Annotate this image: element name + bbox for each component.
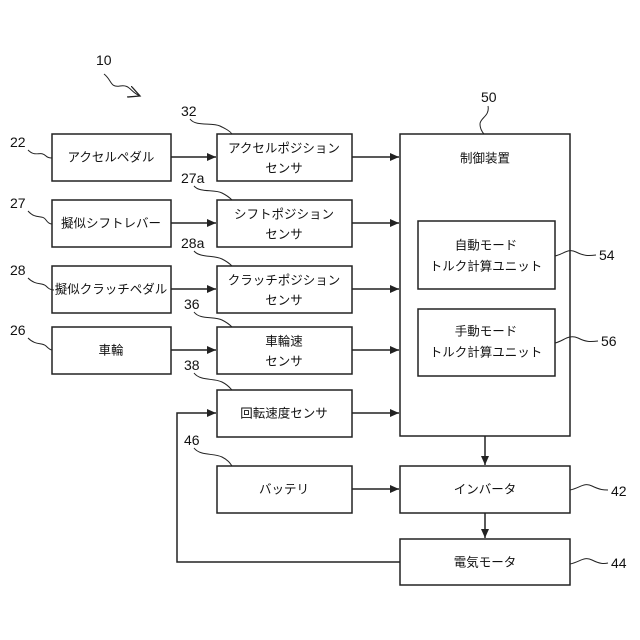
accel-sensor-label-line2: センサ bbox=[265, 161, 303, 176]
ref-rotation-speed-sensor: 38 bbox=[184, 357, 200, 373]
ref-accel-pedal: 22 bbox=[10, 134, 26, 150]
ref-system-label: 10 bbox=[96, 52, 112, 68]
clutch-sensor-label-line2: センサ bbox=[265, 293, 303, 308]
shift-sensor-label-line1: シフトポジション bbox=[234, 207, 334, 222]
ref-inverter: 42 bbox=[611, 483, 627, 499]
leader-controller bbox=[480, 106, 488, 134]
ref-wheel: 26 bbox=[10, 322, 26, 338]
leader-rotation-speed-sensor bbox=[194, 373, 232, 390]
accel-sensor-label-line1: アクセルポジション bbox=[228, 141, 340, 156]
leader-shift-sensor bbox=[194, 186, 232, 200]
electric-motor-label: 電気モータ bbox=[454, 555, 517, 570]
controller-label: 制御装置 bbox=[460, 151, 510, 166]
ref-accel-sensor: 32 bbox=[181, 103, 197, 119]
ref-clutch-pedal: 28 bbox=[10, 262, 26, 278]
shift-lever-label: 擬似シフトレバー bbox=[61, 216, 161, 231]
ref-electric-motor: 44 bbox=[611, 555, 627, 571]
wheel-label: 車輪 bbox=[98, 343, 124, 358]
leader-accel-sensor bbox=[190, 119, 232, 134]
leader-clutch-pedal bbox=[28, 278, 54, 290]
manual-mode-unit-box bbox=[418, 309, 555, 376]
ref-shift-sensor: 27a bbox=[181, 170, 205, 186]
ref-shift-lever: 27 bbox=[10, 195, 26, 211]
leader-shift-lever bbox=[28, 211, 52, 224]
ref-system-arrow bbox=[104, 74, 140, 96]
ref-auto-mode-unit: 54 bbox=[599, 247, 615, 263]
manual-mode-unit-label-line1: 手動モード bbox=[455, 324, 518, 339]
wheel-speed-sensor-label-line1: 車輪速 bbox=[265, 334, 303, 349]
battery-label: バッテリ bbox=[259, 482, 309, 497]
clutch-pedal-label: 擬似クラッチペダル bbox=[55, 282, 168, 297]
auto-mode-unit-label-line1: 自動モード bbox=[455, 238, 518, 253]
clutch-sensor-label-line1: クラッチポジション bbox=[228, 273, 341, 288]
leader-inverter bbox=[570, 485, 608, 490]
leader-wheel-speed-sensor bbox=[194, 312, 232, 327]
wheel-speed-sensor-label-line2: センサ bbox=[265, 354, 303, 369]
leader-accel-pedal bbox=[28, 150, 52, 158]
ref-clutch-sensor: 28a bbox=[181, 235, 205, 251]
ref-manual-mode-unit: 56 bbox=[601, 333, 617, 349]
leader-battery bbox=[194, 448, 232, 466]
ref-wheel-speed-sensor: 36 bbox=[184, 296, 200, 312]
rotation-speed-sensor-label: 回転速度センサ bbox=[240, 406, 328, 421]
ref-controller: 50 bbox=[481, 89, 497, 105]
leader-clutch-sensor bbox=[194, 251, 232, 266]
auto-mode-unit-box bbox=[418, 221, 555, 289]
leader-electric-motor bbox=[570, 559, 608, 564]
leader-wheel bbox=[28, 338, 52, 350]
shift-sensor-label-line2: センサ bbox=[265, 227, 303, 242]
inverter-label: インバータ bbox=[454, 482, 517, 497]
manual-mode-unit-label-line2: トルク計算ユニット bbox=[430, 345, 543, 360]
accel-pedal-label: アクセルペダル bbox=[68, 150, 155, 165]
auto-mode-unit-label-line2: トルク計算ユニット bbox=[430, 259, 543, 274]
ref-battery: 46 bbox=[184, 432, 200, 448]
